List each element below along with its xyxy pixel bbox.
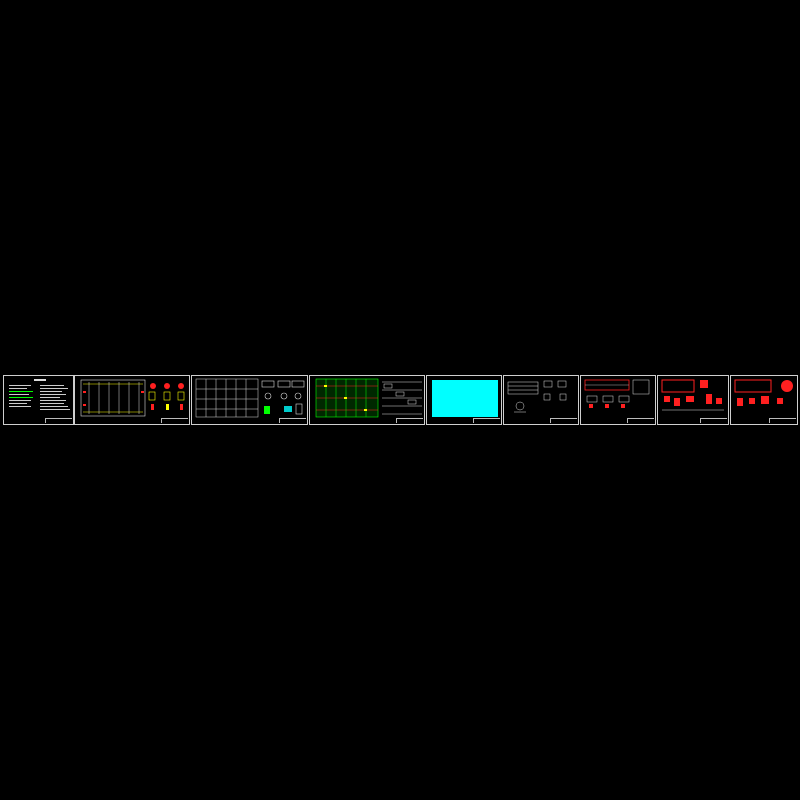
title-block	[473, 418, 500, 423]
section-drawing	[507, 380, 567, 413]
title-block	[279, 418, 306, 423]
sheet-plan-details[interactable]	[74, 375, 190, 425]
sheet-framing-plan[interactable]	[191, 375, 308, 425]
elevation-drawing	[584, 379, 650, 408]
red-details-drawing	[661, 379, 724, 411]
cyan-fill-area	[432, 380, 498, 417]
sheet-red-details-2[interactable]	[730, 375, 798, 425]
sheet-colored-plan[interactable]	[309, 375, 425, 425]
title-block	[700, 418, 727, 423]
sheet-cyan-block[interactable]	[426, 375, 502, 425]
red-details-2-drawing	[734, 379, 793, 406]
title-block	[161, 418, 188, 423]
title-block	[550, 418, 577, 423]
sheet-section-details[interactable]	[503, 375, 579, 425]
title-block	[769, 418, 796, 423]
colored-plan-drawing	[315, 378, 422, 418]
title-block	[396, 418, 423, 423]
sheet-notes[interactable]	[3, 375, 74, 425]
sheet-red-details[interactable]	[657, 375, 729, 425]
plan-drawing	[80, 379, 185, 417]
framing-drawing	[195, 378, 305, 418]
sheet-elevation-details[interactable]	[580, 375, 656, 425]
title-block	[45, 418, 72, 423]
notes-title	[34, 379, 46, 381]
title-block	[627, 418, 654, 423]
